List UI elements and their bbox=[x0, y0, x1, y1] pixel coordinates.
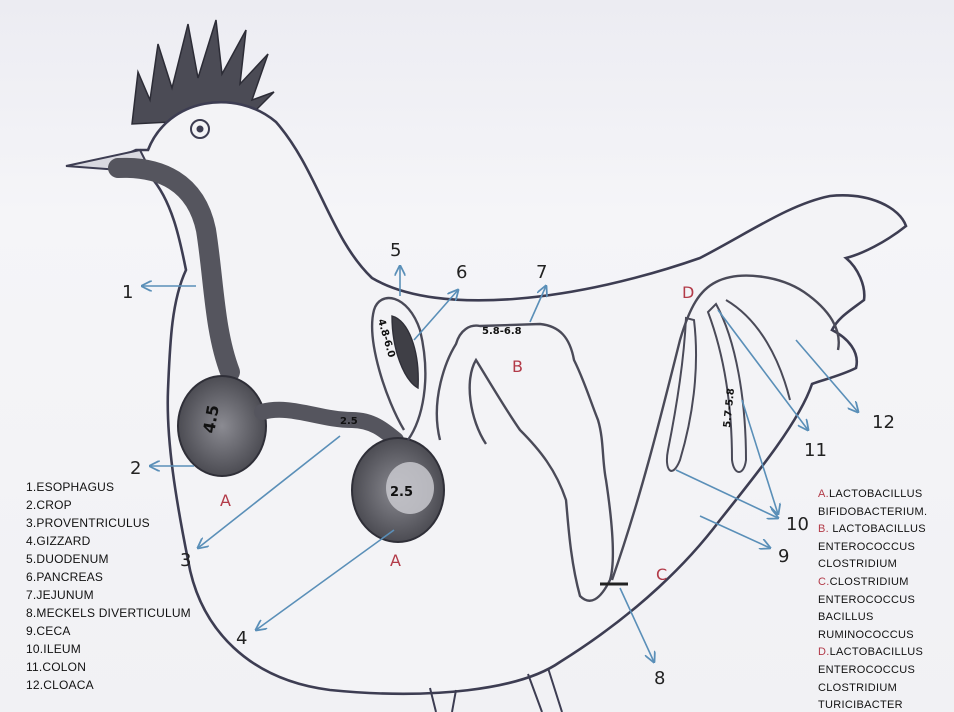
bacteria-legend: A.LACTOBACILLUS BIFIDOBACTERIUM. B. LACT… bbox=[818, 486, 948, 712]
bacteria-line: TURICIBACTER bbox=[818, 697, 948, 712]
callout-4: 4 bbox=[236, 628, 247, 649]
bacteria-line: BIFIDOBACTERIUM. bbox=[818, 504, 948, 522]
crop bbox=[178, 376, 266, 476]
bacteria-name: ENTEROCOCCUS bbox=[818, 664, 915, 676]
bacteria-line: BACILLUS bbox=[818, 609, 948, 627]
bacteria-name: BACILLUS bbox=[818, 611, 874, 623]
bacteria-line: B. LACTOBACILLUS bbox=[818, 521, 948, 539]
callout-9: 9 bbox=[778, 546, 789, 567]
callout-12: 12 bbox=[872, 412, 895, 433]
jejunum-ph-value: 5.8-6.8 bbox=[482, 326, 522, 337]
bacteria-name: CLOSTRIDIUM bbox=[818, 682, 897, 694]
bacteria-line: C.CLOSTRIDIUM bbox=[818, 574, 948, 592]
bacteria-name: ENTEROCOCCUS bbox=[818, 594, 915, 606]
bacteria-name: LACTOBACILLUS bbox=[829, 523, 926, 535]
legend-item: 8.MECKELS DIVERTICULUM bbox=[26, 604, 191, 622]
legend-item: 7.JEJUNUM bbox=[26, 586, 191, 604]
bacteria-key: A. bbox=[818, 488, 829, 500]
bacteria-name: BIFIDOBACTERIUM. bbox=[818, 506, 927, 518]
legend-item: 9.CECA bbox=[26, 622, 191, 640]
callout-11: 11 bbox=[804, 440, 827, 461]
bacteria-name: LACTOBACILLUS bbox=[829, 488, 923, 500]
bacteria-line: D.LACTOBACILLUS bbox=[818, 644, 948, 662]
bacteria-key: D. bbox=[818, 646, 830, 658]
region-b: B bbox=[512, 357, 523, 376]
bacteria-name: CLOSTRIDIUM bbox=[830, 576, 909, 588]
region-c: C bbox=[656, 565, 667, 584]
callout-5: 5 bbox=[390, 240, 401, 261]
bacteria-line: ENTEROCOCCUS bbox=[818, 662, 948, 680]
callout-8: 8 bbox=[654, 668, 665, 689]
bacteria-line: ENTEROCOCCUS bbox=[818, 592, 948, 610]
bacteria-key: B. bbox=[818, 523, 829, 535]
bacteria-line: A.LACTOBACILLUS bbox=[818, 486, 948, 504]
legend-item: 1.ESOPHAGUS bbox=[26, 478, 191, 496]
bacteria-name: CLOSTRIDIUM bbox=[818, 558, 897, 570]
bacteria-line: CLOSTRIDIUM bbox=[818, 680, 948, 698]
bacteria-key: C. bbox=[818, 576, 830, 588]
callout-1: 1 bbox=[122, 282, 133, 303]
bacteria-name: TURICIBACTER bbox=[818, 699, 903, 711]
callout-10: 10 bbox=[786, 514, 809, 535]
callout-7: 7 bbox=[536, 262, 547, 283]
legend-item: 12.CLOACA bbox=[26, 676, 191, 694]
legend-item: 10.ILEUM bbox=[26, 640, 191, 658]
region-a-gizzard: A bbox=[390, 551, 401, 570]
bacteria-name: LACTOBACILLUS bbox=[830, 646, 924, 658]
bacteria-name: ENTEROCOCCUS bbox=[818, 541, 915, 553]
proventriculus-ph-value: 2.5 bbox=[340, 416, 358, 427]
bacteria-name: RUMINOCOCCUS bbox=[818, 629, 914, 641]
callout-6: 6 bbox=[456, 262, 467, 283]
legend-item: 11.COLON bbox=[26, 658, 191, 676]
legend-item: 5.DUODENUM bbox=[26, 550, 191, 568]
legend-item: 3.PROVENTRICULUS bbox=[26, 514, 191, 532]
legend-item: 4.GIZZARD bbox=[26, 532, 191, 550]
organ-legend: 1.ESOPHAGUS 2.CROP 3.PROVENTRICULUS 4.GI… bbox=[26, 478, 191, 694]
legend-item: 6.PANCREAS bbox=[26, 568, 191, 586]
bacteria-line: CLOSTRIDIUM bbox=[818, 556, 948, 574]
gizzard-ph-value: 2.5 bbox=[390, 485, 413, 500]
region-a-crop: A bbox=[220, 491, 231, 510]
bacteria-line: ENTEROCOCCUS bbox=[818, 539, 948, 557]
callout-2: 2 bbox=[130, 458, 141, 479]
bacteria-line: RUMINOCOCCUS bbox=[818, 627, 948, 645]
region-d: D bbox=[682, 283, 694, 302]
legend-item: 2.CROP bbox=[26, 496, 191, 514]
